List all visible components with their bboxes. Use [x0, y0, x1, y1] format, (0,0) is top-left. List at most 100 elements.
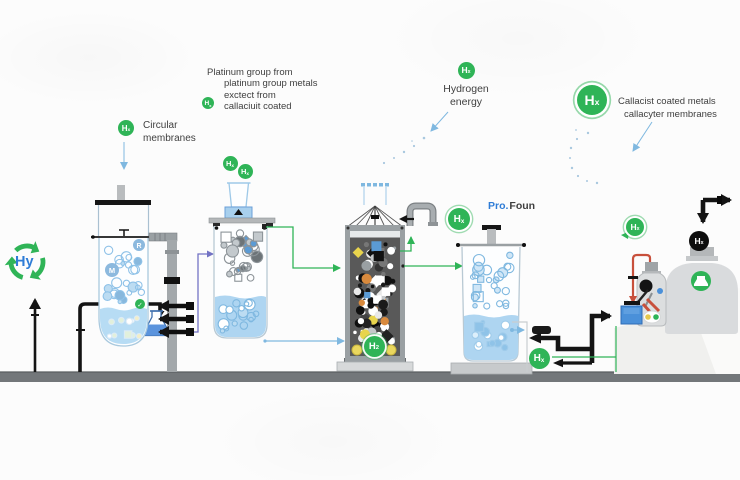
vessel-2-reactor [208, 182, 276, 339]
bubble [358, 299, 366, 306]
bubble [241, 245, 254, 257]
bubble [108, 318, 115, 326]
recycle-text: Hy [15, 254, 34, 270]
bubble [500, 320, 511, 330]
bottom-piping [529, 310, 612, 368]
bubble [361, 318, 372, 329]
hydrogen-energy-label: Hydrogen energy [443, 83, 489, 108]
bubble [497, 334, 505, 342]
bubble [127, 281, 139, 293]
bubble [387, 263, 394, 270]
bubble-letter: M [109, 266, 115, 275]
bubble [361, 260, 372, 271]
bubble [501, 286, 510, 296]
bubble-letter: R [136, 243, 141, 250]
bubble [238, 261, 249, 272]
bubble [114, 290, 126, 301]
callacist-note-label: Callacist coated metals callacyter membr… [618, 96, 717, 120]
bubble [364, 291, 371, 299]
bubble [111, 332, 118, 339]
flask-icon [694, 276, 708, 286]
bubble [225, 305, 234, 314]
bubble [120, 261, 126, 267]
bubble [475, 340, 483, 348]
annotation-arrows [120, 111, 653, 170]
bubble [375, 275, 385, 286]
bubble [126, 289, 133, 296]
bubble [220, 231, 232, 243]
bubble [117, 299, 123, 305]
bubble [246, 273, 255, 282]
bubble [471, 331, 480, 339]
bubble [103, 245, 114, 256]
bubble [471, 271, 480, 280]
vessel-1-reactor: R M ✓ [91, 185, 157, 347]
bubble [137, 288, 146, 296]
bubble [353, 287, 362, 296]
bubble [233, 267, 242, 276]
bubble [493, 286, 501, 294]
bubble [371, 241, 382, 252]
bubble [124, 261, 133, 269]
bubble [352, 247, 364, 259]
bubble [367, 297, 375, 305]
bubble [223, 325, 230, 332]
bubble [381, 271, 386, 277]
bubble-trail-left [382, 136, 426, 165]
bubble [501, 343, 509, 352]
bubble [373, 295, 382, 304]
bubble [123, 330, 133, 339]
green-line-v2-to-tank [262, 224, 341, 272]
vent-pipe [399, 202, 438, 226]
product-pipe [697, 194, 732, 224]
bubble [380, 317, 389, 326]
bench-outline [512, 321, 528, 372]
bubble [111, 277, 123, 289]
bubble [252, 231, 264, 242]
bubble [469, 274, 476, 280]
platinum-note-label: Platinum group from platinum group metal… [207, 67, 318, 112]
inflow-arrows [158, 300, 194, 338]
bubble [382, 275, 393, 286]
bubble [135, 332, 143, 340]
bubble [380, 282, 386, 287]
pro-foun-label: Pro.Foun [488, 200, 536, 212]
bubble [506, 251, 514, 260]
bubble [380, 308, 388, 317]
bubble [367, 302, 375, 309]
bubble [378, 299, 389, 310]
bubble [239, 321, 249, 330]
bubble [117, 316, 125, 324]
bubble [353, 330, 357, 335]
bubble-trail-right [569, 129, 599, 185]
bubble [133, 256, 143, 266]
bubble [250, 250, 264, 264]
bubble [493, 270, 505, 282]
bubble [133, 315, 140, 322]
gas-cylinder [657, 247, 738, 334]
bubble [363, 241, 370, 248]
vessel-4-separator [450, 225, 533, 375]
bubble [474, 321, 485, 332]
pump-box [620, 301, 643, 325]
recycle-mini-arrow [621, 231, 629, 239]
bubble [231, 320, 238, 327]
bubble [248, 316, 254, 323]
bubble [370, 284, 375, 289]
bubble [242, 261, 252, 272]
blue-line-v2-to-tank [263, 337, 356, 345]
bubble [365, 288, 371, 294]
sprayer-funnel [346, 183, 404, 228]
bubble [472, 283, 482, 293]
